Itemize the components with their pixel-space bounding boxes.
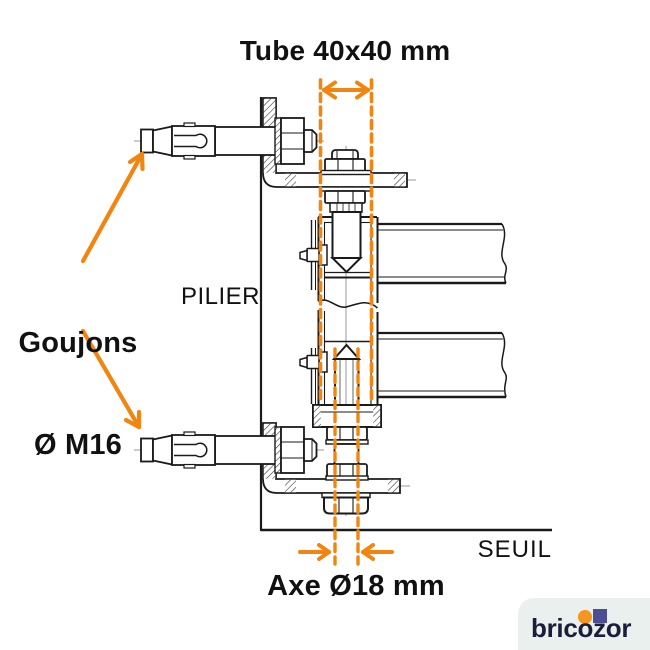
bottom-anchor-goujon [140, 426, 318, 474]
top-hinge-pin-assembly [320, 149, 372, 279]
rail-bottom [377, 331, 508, 399]
label-goujons-line1: Goujons [18, 327, 138, 359]
rail-top [377, 222, 508, 285]
label-tube-dimension: Tube 40x40 mm [239, 35, 451, 66]
grease-nipple-top [299, 244, 328, 266]
brand-square-icon [593, 609, 607, 623]
tube-width-dimension [318, 78, 374, 404]
label-seuil: SEUIL [477, 536, 552, 563]
label-goujons: Goujons Ø M16 [0, 258, 156, 496]
label-pilier: PILIER [180, 283, 260, 310]
brand-dot-icon [578, 610, 592, 624]
axle-diameter-dimension [298, 347, 394, 566]
grease-nipple-bottom [299, 351, 328, 373]
label-axe-dimension: Axe Ø18 mm [267, 570, 445, 602]
label-goujons-line2: Ø M16 [33, 429, 123, 461]
brand-card [518, 598, 650, 650]
brand-logo-text: bricozor [531, 613, 632, 643]
top-anchor-goujon [140, 117, 318, 165]
goujon-pointer-arrow-bottom [80, 328, 142, 430]
goujon-pointer-arrow-top [80, 151, 145, 264]
